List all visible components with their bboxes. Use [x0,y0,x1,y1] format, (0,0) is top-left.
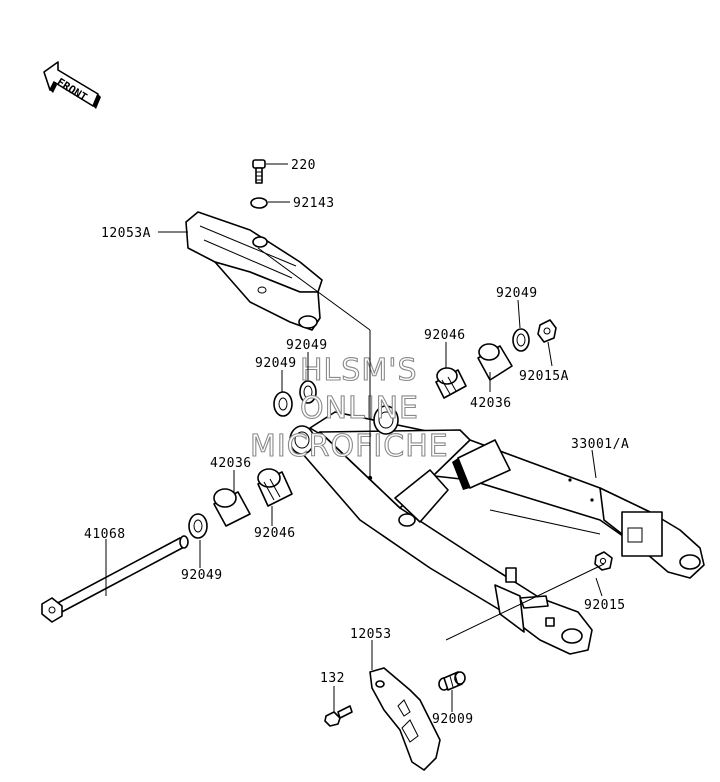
bolt-132 [324,705,353,727]
leader-lines [105,163,605,712]
chain-slipper-12053A [185,211,323,331]
label-92049-bottom: 92049 [181,568,223,583]
watermark: HLSM'S ONLINE MICROFICHE [249,352,449,464]
seal-92049-mid [299,380,317,404]
bolt-220 [252,159,266,184]
label-33001A: 33001/A [571,437,629,452]
seal-92049-left [273,391,293,417]
label-92046-top: 92046 [424,328,466,343]
pivot-shaft-41068 [41,535,189,623]
washer-92143 [250,197,268,209]
pivot-collars [289,405,399,455]
label-132: 132 [320,671,345,686]
label-41068: 41068 [84,527,126,542]
watermark-line1: HLSM'S [300,353,418,388]
left-seals [273,380,317,417]
seal-92049-bottom [188,513,208,539]
label-92049-mid: 92049 [286,338,328,353]
swingarm-body [294,411,705,655]
label-92046-left: 92046 [254,526,296,541]
front-arrow-icon: FRONT [43,61,101,109]
label-42036-left: 42036 [210,456,252,471]
label-92143: 92143 [293,196,335,211]
label-12053: 12053 [350,627,392,642]
watermark-line3: MICROFICHE [250,429,449,464]
right-bearing-stack [435,319,557,399]
watermark-line2: ONLINE [300,391,419,426]
label-12053A: 12053A [101,226,151,241]
seal-92049-top [512,328,530,352]
nut-92015A [537,319,557,343]
label-92049-left: 92049 [255,356,297,371]
label-92015: 92015 [584,598,626,613]
nut-92015 [594,551,613,571]
spacer-92009 [438,671,466,691]
label-42036-top: 42036 [470,396,512,411]
label-92015A: 92015A [519,369,569,384]
left-bearing-stack [188,468,293,539]
part-labels: 220 92143 12053A 92049 92046 92049 92049… [84,158,629,727]
label-92009: 92009 [432,712,474,727]
chain-guide-12053 [369,667,441,771]
label-92049-top: 92049 [496,286,538,301]
label-220: 220 [291,158,316,173]
